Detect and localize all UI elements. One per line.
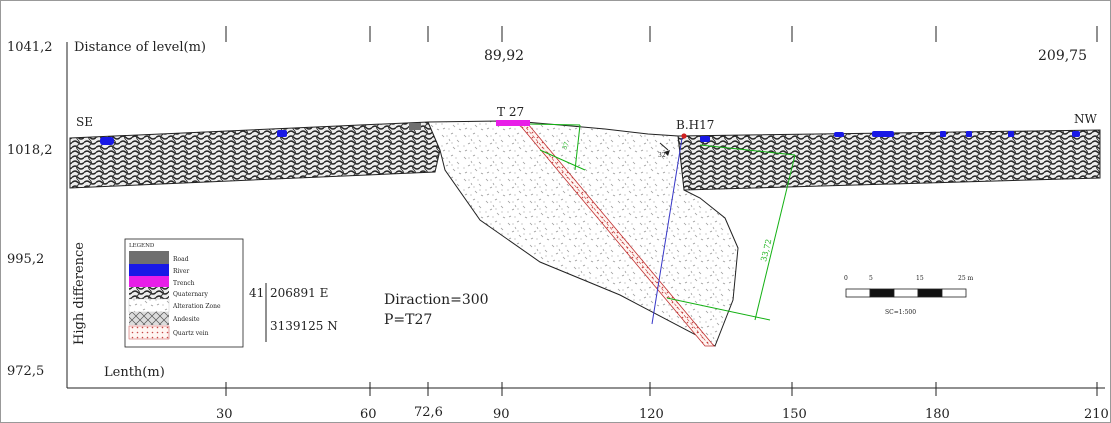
legend-swatch-andesite [129,312,169,325]
label-nw: NW [1074,112,1098,126]
x-tick-180: 180 [925,407,950,422]
coord-zone: 41 [249,286,264,300]
legend-label-quartz: Quartz vein [173,330,209,337]
borehole-line [651,137,683,325]
dimension-lines [527,123,796,321]
x-tick-72-6: 72,6 [414,405,443,420]
legend: LEGEND Road River Trench Quaternary Alte… [124,238,244,348]
legend-swatch-quaternary [129,287,169,299]
legend-swatch-alteration [128,298,170,313]
x-tick-30: 30 [216,407,233,422]
x-tick-120: 120 [639,407,664,422]
dimension-a: 37 [561,141,570,151]
borehole-marker [681,133,687,139]
y-tick-1041: 1041,2 [7,40,53,55]
river-mark-8 [1008,131,1014,137]
header-ticks [225,26,1098,42]
legend-label-alteration: Alteration Zone [172,303,221,310]
x-tick-60: 60 [360,407,377,422]
angle-label: 32 [658,152,666,159]
river-mark-1 [100,137,114,145]
legend-label-road: Road [173,256,189,263]
legend-label-river: River [173,268,189,275]
legend-swatch-road [129,251,169,264]
trench-mark [496,120,530,126]
river-mark-2 [277,130,287,137]
distance-mid: 89,92 [484,48,524,64]
scale-tick-15: 15 [916,275,924,282]
river-mark-5 [872,131,894,137]
coord-northing: 3139125 N [270,319,338,333]
legend-label-andesite: Andesite [172,316,200,323]
scale-bar: 0 5 15 25 m SC=1:500 [844,275,974,316]
legend-swatch-quartz [128,325,170,340]
river-mark-9 [1072,131,1080,137]
y-axis-title: High difference [72,242,87,345]
distance-label: Distance of level(m) [74,40,206,55]
legend-swatch-river [129,264,169,276]
x-axis-title: Lenth(m) [104,365,165,380]
coord-easting: 206891 E [270,286,328,300]
river-mark-6 [940,131,946,137]
y-tick-1018: 1018,2 [7,143,53,158]
direction-text: Diraction=300 [384,292,489,308]
angle-arrow-head [664,150,670,156]
river-mark-4 [834,132,844,137]
quartz-vein-axis [522,123,711,347]
scale-tick-0: 0 [844,275,848,282]
scale-tick-25: 25 m [958,275,974,282]
x-axis-ticks [225,382,1098,396]
legend-label-quaternary: Quaternary [173,291,209,298]
quaternary-layer-left [69,121,441,189]
x-tick-150: 150 [782,407,807,422]
x-tick-90: 90 [493,407,510,422]
label-borehole: B.H17 [676,118,714,132]
road-mark [409,123,421,130]
legend-swatch-trench [129,276,169,287]
label-trench: T 27 [497,105,524,119]
legend-title: LEGEND [129,243,155,249]
y-tick-995: 995,2 [7,252,44,267]
x-tick-210: 210 [1084,407,1109,422]
y-tick-972: 972,5 [7,364,44,379]
profile-text: P=T27 [384,312,432,328]
scale-tick-5: 5 [869,275,873,282]
angle-arrow [659,142,669,151]
river-mark-7 [966,131,972,137]
scale-ratio: SC=1:500 [885,309,916,316]
distance-right: 209,75 [1038,48,1087,64]
river-mark-3 [700,136,710,142]
label-se: SE [76,115,93,129]
legend-label-trench: Trench [173,280,195,287]
